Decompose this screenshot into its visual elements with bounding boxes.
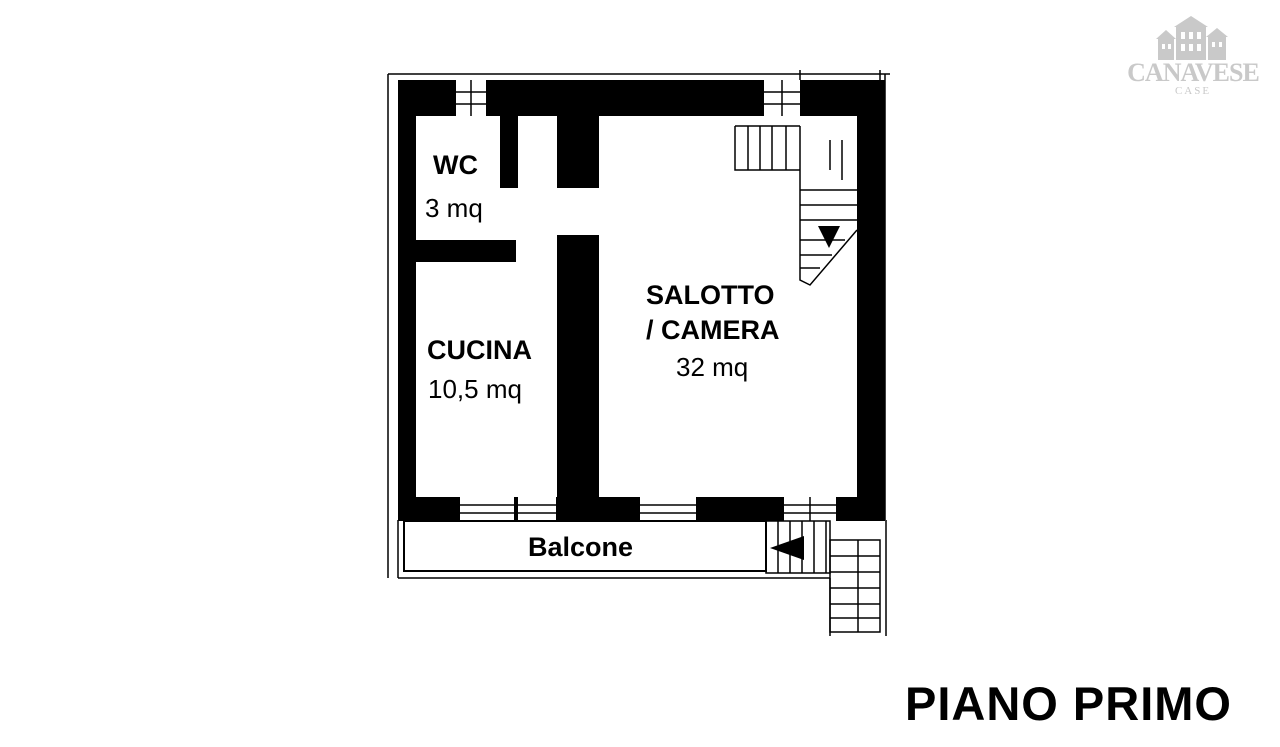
walls xyxy=(398,80,885,521)
external-staircase xyxy=(765,520,881,633)
room-name-salotto: SALOTTO xyxy=(646,280,775,310)
window-openings xyxy=(456,80,836,521)
room-name-cucina: CUCINA xyxy=(427,335,532,365)
room-name-camera: / CAMERA xyxy=(646,315,780,345)
room-area-salotto: 32 mq xyxy=(676,352,749,382)
canavese-case-logo: CANAVESE CASE xyxy=(1118,12,1268,100)
stair-arrow-left-icon xyxy=(770,536,804,560)
stair-arrow-down-icon xyxy=(818,226,840,248)
room-name-wc: WC xyxy=(433,150,478,180)
logo-name: CANAVESE xyxy=(1127,58,1260,87)
room-area-wc: 3 mq xyxy=(425,193,483,223)
houses-logo-icon xyxy=(1156,16,1228,60)
room-name-balcone: Balcone xyxy=(528,532,634,562)
internal-staircase xyxy=(734,125,858,286)
logo-sub: CASE xyxy=(1174,85,1212,97)
floor-title: PIANO PRIMO xyxy=(905,677,1232,730)
room-area-cucina: 10,5 mq xyxy=(428,374,522,404)
